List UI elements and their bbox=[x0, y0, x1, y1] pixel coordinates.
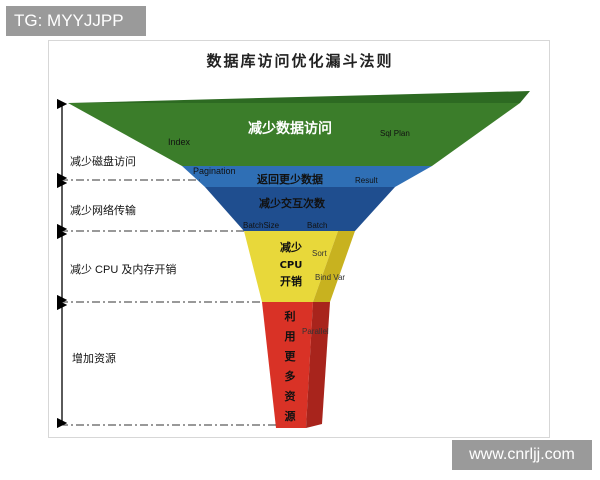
level-4-tag: Bind Var bbox=[315, 273, 345, 282]
level-3-tag: BatchSize bbox=[243, 221, 280, 230]
funnel-level-red-side bbox=[306, 302, 330, 428]
funnel-level-yellow-side bbox=[313, 231, 355, 302]
level-1-main-label: 减少数据访问 bbox=[248, 120, 332, 137]
funnel-level-yellow bbox=[244, 231, 338, 302]
funnel-level-blue-dark bbox=[205, 187, 395, 231]
level-3-tag: Batch bbox=[307, 221, 327, 230]
level-5-main-label: 多 bbox=[285, 369, 296, 383]
level-5-main-label: 利 bbox=[285, 309, 296, 323]
level-5-main-label: 用 bbox=[285, 330, 296, 343]
level-5-main-label: 更 bbox=[285, 350, 297, 363]
level-2-tag: Result bbox=[355, 176, 378, 185]
level-4-main-label: CPU bbox=[280, 260, 303, 271]
funnel-level-green bbox=[68, 103, 520, 166]
level-5-main-label: 源 bbox=[285, 409, 296, 423]
level-4-tag: Sort bbox=[312, 249, 327, 258]
side-label-disk: 减少磁盘访问 bbox=[70, 154, 136, 168]
diagram-title: 数据库访问优化漏斗法则 bbox=[206, 52, 394, 70]
level-4-main-label: 开销 bbox=[280, 274, 302, 288]
side-label-network: 减少网络传输 bbox=[70, 203, 136, 217]
watermark-bottom-right: www.cnrljj.com bbox=[452, 440, 592, 470]
funnel-level-red bbox=[262, 302, 313, 428]
side-label-cpu-memory: 减少 CPU 及内存开销 bbox=[70, 262, 176, 276]
level-5-main-label: 资 bbox=[285, 389, 296, 403]
level-3-main-label: 减少交互次数 bbox=[259, 196, 326, 210]
side-label-resources: 增加资源 bbox=[72, 351, 116, 365]
level-1-tag: Sql Plan bbox=[380, 129, 410, 138]
funnel-level-green-top bbox=[68, 91, 530, 103]
level-2-tag: Pagination bbox=[193, 166, 236, 176]
level-1-tag: Index bbox=[168, 137, 191, 147]
level-4-main-label: 减少 bbox=[280, 240, 302, 254]
level-2-main-label: 返回更少数据 bbox=[257, 172, 323, 186]
funnel-level-blue bbox=[182, 166, 432, 187]
level-5-tag: Parallel bbox=[302, 327, 329, 336]
watermark-top-left: TG: MYYJJPP bbox=[6, 6, 146, 36]
